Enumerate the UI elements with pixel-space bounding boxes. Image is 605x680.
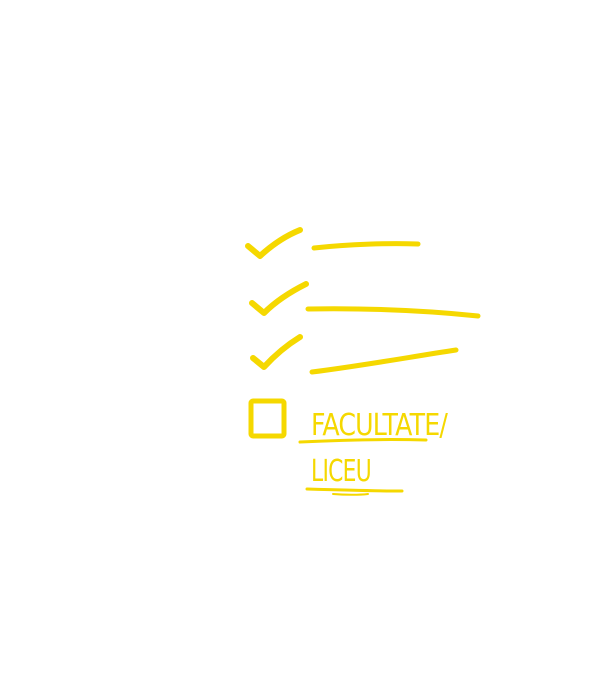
checklist-item-3 xyxy=(250,334,459,375)
checklist-item-2 xyxy=(249,281,481,319)
item-3-placeholder-line xyxy=(309,347,459,375)
item-1-placeholder-line xyxy=(311,241,421,251)
item-4-underline-1 xyxy=(298,438,428,444)
item-2-placeholder-line xyxy=(305,306,481,319)
item-4-underline-2b xyxy=(332,493,369,496)
check-mark-icon xyxy=(245,227,303,259)
checklist-item-4: FACULTATE/ LICEU xyxy=(248,398,450,496)
check-mark-icon xyxy=(250,334,303,370)
check-mark-icon xyxy=(249,281,309,316)
item-4-label-line-1: FACULTATE/ xyxy=(311,408,449,443)
checklist-item-1 xyxy=(245,227,421,259)
empty-checkbox-icon xyxy=(248,398,287,439)
item-4-label-line-2: LICEU xyxy=(311,454,371,489)
item-4-underline-2a xyxy=(305,487,404,493)
